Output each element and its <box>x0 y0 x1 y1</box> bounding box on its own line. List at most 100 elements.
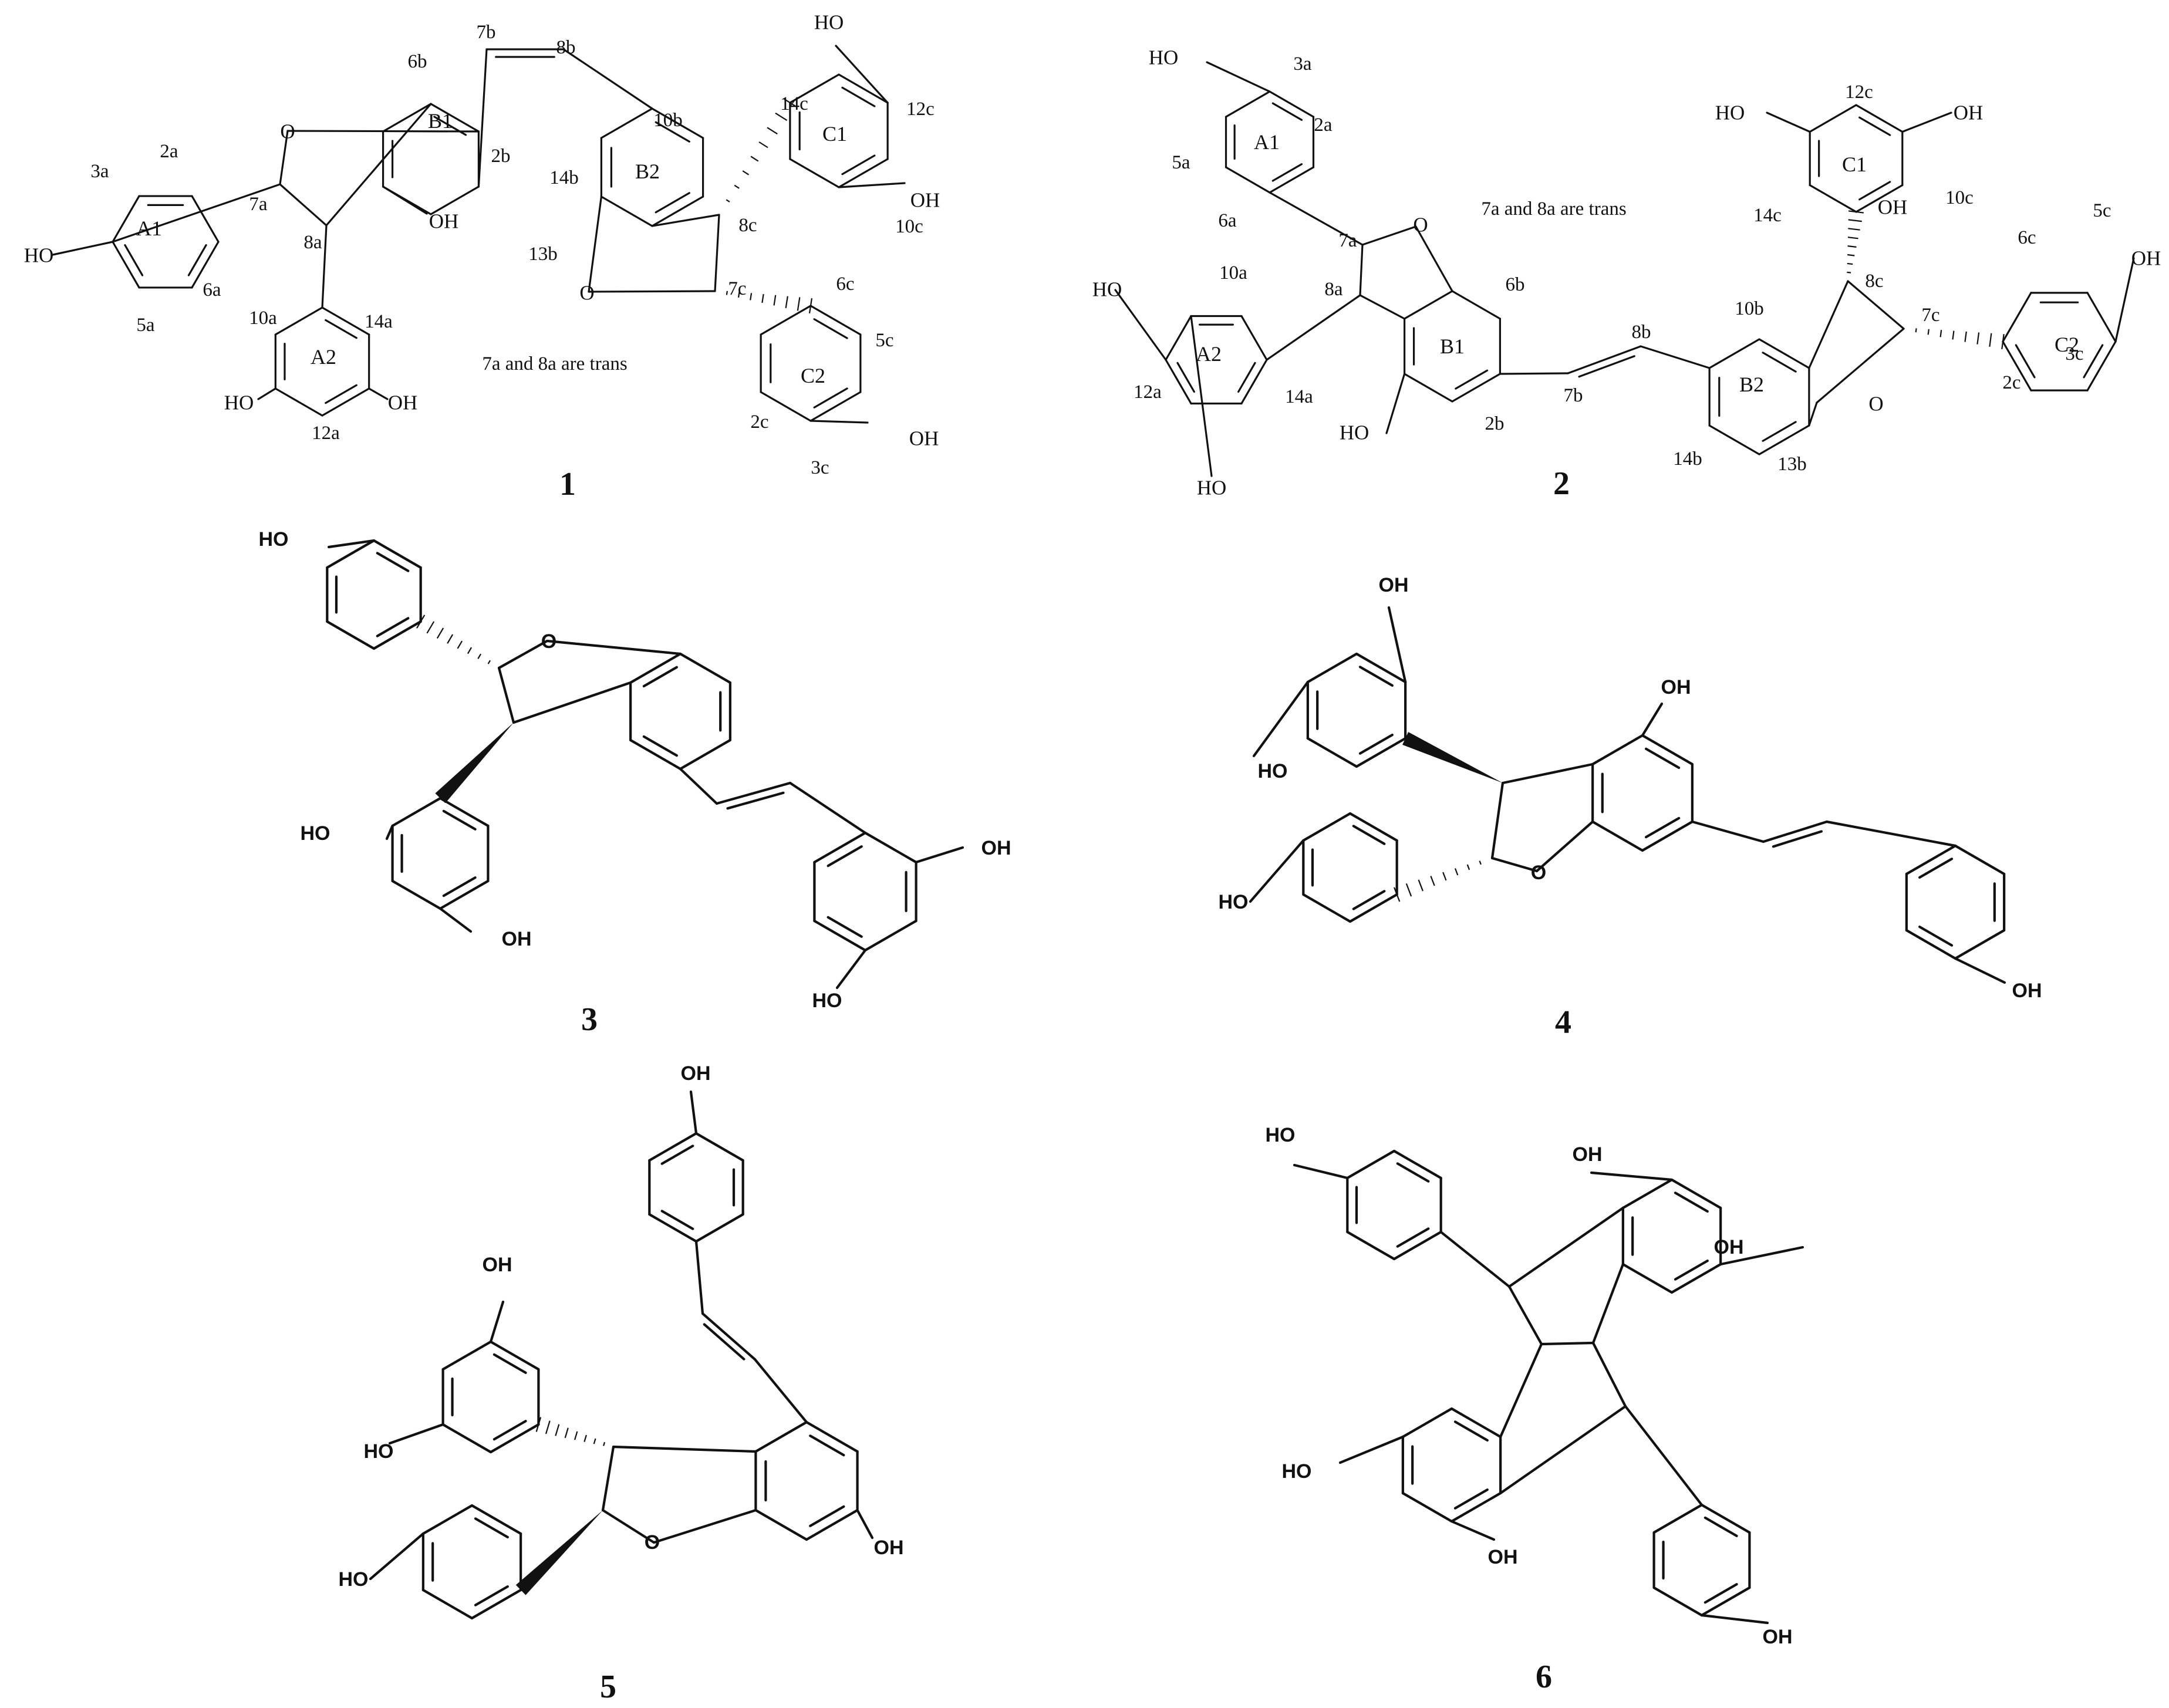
stereo-hash <box>447 634 454 644</box>
bond-line <box>1451 290 1502 320</box>
bond-line <box>629 652 682 684</box>
bond-line <box>588 195 602 293</box>
bond-line <box>856 1508 874 1540</box>
stereo-hash <box>783 98 797 107</box>
bond-line <box>714 214 720 292</box>
bond-line <box>1918 858 1954 879</box>
bond-line <box>1901 112 1952 133</box>
ring-b1-label: B1 <box>428 109 453 133</box>
oh-label: OH <box>429 210 459 233</box>
oh-label: OH <box>1661 676 1691 698</box>
bond-line <box>863 831 917 864</box>
bond-line <box>1762 421 1797 442</box>
bond-line <box>1240 359 1268 405</box>
compound-number: 6 <box>1536 1659 1552 1695</box>
bond-line <box>497 666 515 724</box>
bond-line <box>1719 1245 1804 1266</box>
stereo-hash <box>535 1417 542 1432</box>
bond-line <box>442 809 477 831</box>
bond-line <box>368 387 389 400</box>
bond-line <box>1507 1206 1624 1288</box>
bond-line <box>642 735 679 757</box>
position-label: 3a <box>90 161 109 182</box>
bond-line <box>1302 893 1352 923</box>
bond-line <box>1858 181 1891 201</box>
ring-b2-label: B2 <box>1739 373 1764 396</box>
position-label: 8a <box>303 232 322 253</box>
bond-line <box>809 1505 845 1527</box>
bond-line <box>601 1508 656 1544</box>
stereo-hash <box>593 1438 596 1444</box>
ho-label: HO <box>259 528 289 551</box>
bond-line <box>1708 424 1760 455</box>
bond-line <box>835 948 867 990</box>
stereo-hash <box>767 127 778 135</box>
position-label: 2a <box>1314 114 1333 136</box>
stereo-hash <box>1939 330 1942 337</box>
bond-line <box>1766 112 1811 133</box>
bond-line <box>1450 1491 1502 1523</box>
oh-label: OH <box>502 928 532 950</box>
bond-line <box>1674 1191 1709 1213</box>
bond-line <box>441 1340 493 1371</box>
position-label: 3a <box>1293 53 1312 75</box>
bond-line <box>1499 372 1569 375</box>
bond-line <box>438 879 490 910</box>
ring-b1-label: B1 <box>1440 335 1465 358</box>
position-label: 5c <box>2093 200 2111 221</box>
bond-line <box>1640 345 1711 369</box>
oh-label: OH <box>2012 980 2042 1002</box>
position-label: 7c <box>1921 305 1939 326</box>
stereo-hash <box>487 660 491 664</box>
ring-oxygen-label: O <box>280 120 295 143</box>
bond-line <box>1352 825 1386 845</box>
bond-line <box>1621 1263 1674 1294</box>
bond-line <box>689 1090 698 1135</box>
bond-line <box>1644 747 1681 769</box>
compound-number: 3 <box>581 1001 598 1038</box>
stereo-hash <box>1976 332 1980 345</box>
bond-line <box>274 387 323 417</box>
bond-line <box>1905 929 1957 960</box>
ring-a1-label: A1 <box>1254 130 1280 154</box>
bond-line <box>112 241 140 289</box>
bond-line <box>1641 734 1694 766</box>
stereo-hash <box>1405 883 1412 897</box>
bond-line <box>489 1300 505 1344</box>
position-label: 10b <box>653 110 683 131</box>
bond-line <box>660 1145 694 1165</box>
bond-line <box>388 1423 444 1445</box>
bond-line <box>1954 844 2006 876</box>
position-label: 12c <box>906 99 935 120</box>
ring-oxygen-label: O <box>1413 214 1428 237</box>
bond-line <box>838 73 889 104</box>
compound-number: 1 <box>559 466 576 502</box>
ring-a2-label: A2 <box>311 345 336 369</box>
bond-line <box>1704 1583 1738 1604</box>
stereo-hash <box>750 156 759 162</box>
bond-line <box>1237 362 1256 393</box>
ho-label: HO <box>364 1440 394 1463</box>
bond-line <box>809 391 862 422</box>
bond-line <box>1808 280 1849 369</box>
bond-line <box>652 1508 757 1544</box>
bond-line <box>2002 292 2032 343</box>
bond-line <box>1387 606 1407 684</box>
compound-number: 4 <box>1555 1004 1571 1041</box>
bond-line <box>1652 1503 1704 1534</box>
bond-line <box>2086 292 2117 343</box>
position-label: 8a <box>1324 279 1343 300</box>
stereo-hash <box>750 293 753 301</box>
stereo-hash <box>1454 868 1459 876</box>
bond-line <box>191 195 220 243</box>
bond-line <box>694 1132 744 1162</box>
bond-line <box>1359 244 1364 296</box>
bond-line <box>1225 90 1271 118</box>
bond-line <box>279 130 289 185</box>
stereo-hash <box>457 640 463 649</box>
bond-line <box>1439 1230 1511 1288</box>
bond-line <box>1266 294 1361 361</box>
ho-label: HO <box>1149 46 1179 69</box>
